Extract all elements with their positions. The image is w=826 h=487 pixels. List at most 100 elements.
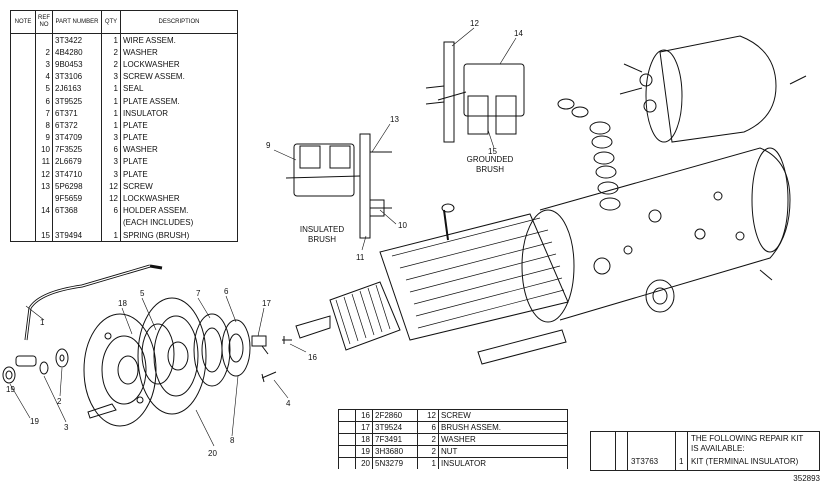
ref-cell: 20 [355, 457, 373, 469]
caption-grounded-1: GROUNDED [467, 155, 514, 164]
reference-code: 352893 [793, 474, 820, 483]
desc-cell: NUT [438, 445, 568, 458]
ref-cell [35, 33, 53, 47]
qty-cell: 1 [101, 119, 121, 132]
table-row: (EACH INCLUDES) [10, 216, 238, 229]
desc-cell: WASHER [438, 433, 568, 446]
note-cell [10, 82, 36, 95]
note-cell [10, 70, 36, 83]
callout-6: 6 [224, 287, 229, 296]
ref-cell: 17 [355, 421, 373, 434]
part-cell: 3H3680 [372, 445, 418, 458]
desc-cell: PLATE [123, 133, 148, 143]
qty-cell: 3 [101, 131, 121, 144]
qty-cell: 3 [101, 155, 121, 169]
caption-insulated-2: BRUSH [308, 235, 336, 244]
part-cell: 6T372 [52, 119, 102, 132]
seal-5 [141, 323, 175, 385]
part-cell [52, 216, 102, 229]
part-cell: 4B4280 [52, 46, 102, 59]
brush-17 [251, 335, 267, 347]
qty-cell: 2 [417, 433, 439, 446]
part-cell: 2F2860 [372, 409, 418, 422]
header-qty: QTY [101, 10, 121, 34]
note-cell [338, 457, 356, 469]
part-cell: 7F3525 [52, 143, 102, 156]
qty-cell: 2 [101, 58, 121, 71]
ref-cell: 4 [35, 70, 53, 83]
desc-cell: HOLDER ASSEM. [123, 206, 189, 216]
desc-cell: WIRE ASSEM. [123, 35, 176, 45]
ref-cell: 10 [35, 143, 53, 156]
desc-cell: INSULATOR [438, 457, 568, 469]
note-cell [338, 445, 356, 458]
header-description: DESCRIPTION [120, 10, 238, 34]
commutator [329, 281, 401, 351]
kit-line-1: THE FOLLOWING REPAIR KIT [691, 434, 804, 443]
qty-cell: 1 [101, 94, 121, 108]
qty-cell: 1 [101, 33, 121, 47]
parts-table: NOTE REF NO PART NUMBER QTY DESCRIPTION … [10, 10, 238, 243]
note-cell [10, 168, 36, 181]
desc-cell: LOCKWASHER [123, 194, 180, 204]
ref-cell: 8 [35, 119, 53, 132]
note-cell [10, 180, 36, 193]
part-cell: 3T3422 [52, 33, 102, 47]
end-cover [83, 313, 157, 427]
part-cell: 5P6298 [52, 180, 102, 193]
qty-cell: 6 [417, 421, 439, 434]
ref-cell: 13 [35, 180, 53, 193]
qty-cell: 12 [417, 409, 439, 422]
ref-cell [35, 216, 53, 229]
part-cell: 3T9524 [372, 421, 418, 434]
plate-8 [221, 319, 251, 377]
desc-cell: WASHER [123, 47, 158, 57]
note-cell [338, 409, 356, 422]
qty-cell: 6 [101, 143, 121, 156]
callout-14: 14 [514, 29, 523, 38]
qty-cell: 12 [101, 192, 121, 205]
pole-shoe [477, 329, 567, 365]
qty-cell: 3 [101, 168, 121, 181]
ref-cell: 14 [35, 204, 53, 217]
washer-2 [55, 348, 69, 368]
part-cell: 5N3279 [372, 457, 418, 469]
note-cell [10, 46, 36, 59]
ref-cell: 11 [35, 155, 53, 169]
callout-4: 4 [286, 399, 291, 408]
insulator-7 [193, 313, 231, 387]
ref-cell: 12 [35, 168, 53, 181]
part-cell: 3T4710 [52, 168, 102, 181]
qty-cell [101, 216, 121, 229]
desc-cell: (EACH INCLUDES) [123, 218, 194, 228]
qty-cell: 1 [101, 107, 121, 120]
ref-cell: 7 [35, 107, 53, 120]
desc-cell: LOCKWASHER [123, 59, 180, 69]
plate-assembly [137, 297, 207, 415]
part-cell: 2L6679 [52, 155, 102, 169]
qty-cell: 1 [417, 457, 439, 469]
desc-cell: SCREW [438, 409, 568, 422]
callout-13: 13 [390, 115, 399, 124]
kit-line-3: KIT (TERMINAL INSULATOR) [691, 457, 799, 466]
note-cell [10, 155, 36, 169]
part-cell: 6T371 [52, 107, 102, 120]
qty-cell: 3 [101, 70, 121, 83]
ref-cell: 6 [35, 94, 53, 108]
grounded-brush-inset [425, 41, 525, 143]
ref-cell [35, 192, 53, 205]
header-part-number: PART NUMBER [52, 10, 102, 34]
terminal-lug [15, 355, 37, 367]
qty-cell: 1 [101, 229, 121, 242]
note-cell [10, 204, 36, 217]
desc-cell: SCREW [123, 181, 153, 191]
callout-7: 7 [196, 289, 201, 298]
